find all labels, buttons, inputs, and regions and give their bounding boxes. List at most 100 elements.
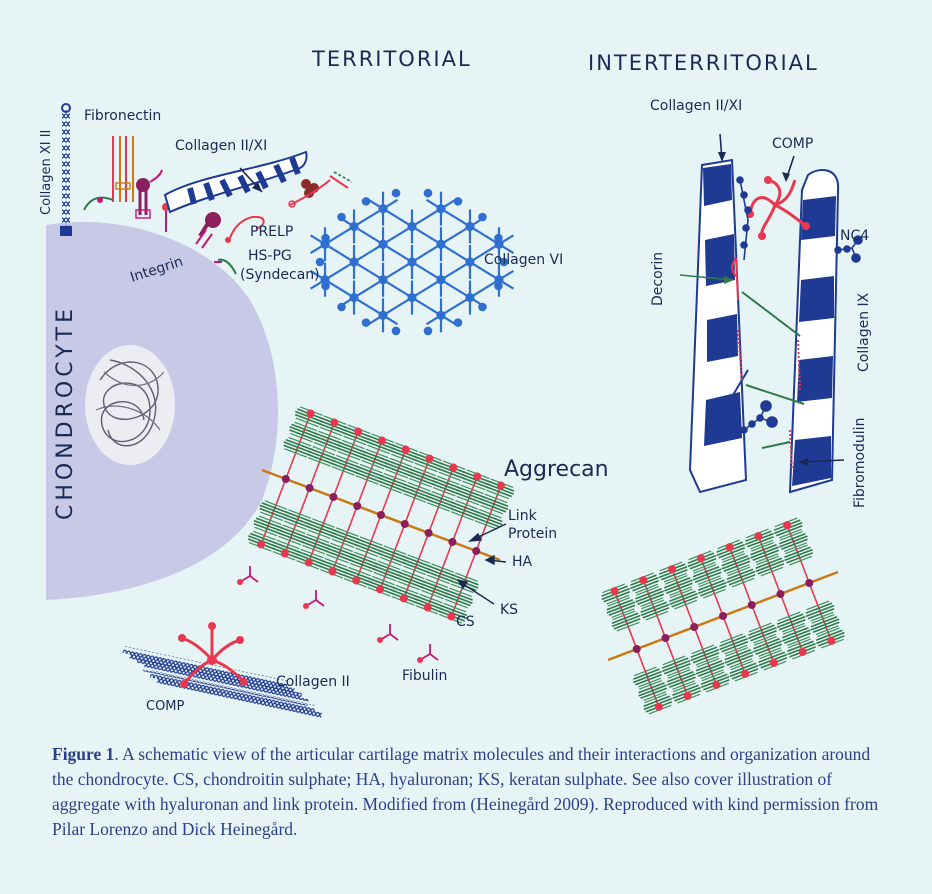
g3-domain <box>827 637 835 645</box>
link-protein <box>662 634 670 642</box>
collagen-vi-bead <box>363 319 369 325</box>
collagen-vi-node <box>409 294 416 301</box>
figure-diagram: TERRITORIAL INTERTERRITORIAL Collagen XI… <box>0 0 932 740</box>
link-protein-label-line2: Protein <box>508 526 557 542</box>
interterritorial-header: INTERTERRITORIAL <box>588 51 819 75</box>
chondrocyte-label: CHONDROCYTE <box>53 305 78 520</box>
link-protein <box>353 502 361 510</box>
collagen-vi-node <box>351 259 358 266</box>
collagen-vi-bead <box>479 214 485 220</box>
collagen-vi-node <box>437 241 444 248</box>
collagen-vi-node <box>380 241 387 248</box>
decorin-label: Decorin <box>650 252 666 306</box>
g3-domain <box>376 585 384 593</box>
g3-domain <box>400 594 408 602</box>
collagen-vi-bead <box>317 259 323 265</box>
link-protein <box>377 511 385 519</box>
comp-head <box>208 622 216 630</box>
g3-domain <box>611 587 619 595</box>
collagen-vi-node <box>466 223 473 230</box>
link-protein <box>748 601 756 609</box>
fibulin-molecule <box>420 644 438 660</box>
comp-arm <box>212 640 240 660</box>
collagen-ii-label: Collagen II <box>276 674 350 690</box>
collagen-vi-bead <box>479 304 485 310</box>
territorial-header: TERRITORIAL <box>311 47 472 71</box>
gag-chain <box>478 493 510 515</box>
g3-domain <box>770 659 778 667</box>
link-protein <box>472 547 480 555</box>
caption-text: . A schematic view of the articular cart… <box>52 744 878 839</box>
link-protein <box>425 529 433 537</box>
g3-domain <box>307 410 315 418</box>
link-protein <box>448 538 456 546</box>
collagen-vi-node <box>437 312 444 319</box>
collagen-vi-node <box>380 276 387 283</box>
g3-domain <box>447 612 455 620</box>
collagen-vi-label: Collagen VI <box>484 252 563 268</box>
collagen-vi-bead <box>322 283 328 289</box>
g3-domain <box>639 576 647 584</box>
comp-arm <box>182 638 212 660</box>
ha-label: HA <box>512 554 533 570</box>
comp-head <box>178 634 186 642</box>
g3-domain <box>668 565 676 573</box>
fibronectin-molecule <box>84 136 133 210</box>
fibulin-molecule <box>380 624 398 640</box>
collagen-vi-node <box>466 294 473 301</box>
g3-domain <box>741 670 749 678</box>
fibulin-bead <box>377 637 383 643</box>
nc4-label: NC4 <box>840 228 869 244</box>
fibromodulin-label: Fibromodulin <box>852 418 868 508</box>
collagen-vi-bead <box>338 214 344 220</box>
g3-domain <box>449 464 457 472</box>
fibulin-bead <box>237 579 243 585</box>
link-protein <box>719 612 727 620</box>
g3-domain <box>697 554 705 562</box>
link-protein <box>777 590 785 598</box>
collagen-vi-bead <box>455 319 461 325</box>
link-protein <box>282 475 290 483</box>
comp-left-label: COMP <box>146 699 185 714</box>
label-pointers-left <box>458 524 506 604</box>
collagen-vi-bead <box>322 235 328 241</box>
collagen-vi-node <box>351 223 358 230</box>
collagen-vi-bead <box>363 198 369 204</box>
g3-domain <box>684 692 692 700</box>
collagen-vi-node <box>437 276 444 283</box>
g3-domain <box>352 576 360 584</box>
collagen-ii-xi-right-label: Collagen II/XI <box>650 98 742 114</box>
link-protein <box>401 520 409 528</box>
collagen-vi-network <box>311 190 514 334</box>
collagen-fibril-left-right-panel <box>690 160 746 492</box>
collagen-vi-node <box>437 205 444 212</box>
collagen-vi-bead <box>425 328 431 334</box>
aggrecan-label: Aggrecan <box>504 457 609 482</box>
g3-domain <box>354 428 362 436</box>
fibulin-bead <box>303 603 309 609</box>
g3-domain <box>330 419 338 427</box>
collagen-vi-bead <box>495 235 501 241</box>
comp-head <box>240 678 248 686</box>
hspg-label-line1: HS-PG <box>248 248 292 264</box>
g3-domain <box>754 532 762 540</box>
collagen-ix-label: Collagen IX <box>856 292 872 372</box>
collagen-vi-node <box>380 205 387 212</box>
collagen-vi-node <box>380 312 387 319</box>
collagen-vi-bead <box>425 190 431 196</box>
g3-domain <box>378 437 386 445</box>
g3-domain <box>426 455 434 463</box>
g3-domain <box>402 446 410 454</box>
collagen-xi-ii-label: Collagen XI II <box>39 130 54 215</box>
fibulin-label: Fibulin <box>402 668 447 684</box>
matrix-cluster <box>289 172 352 207</box>
hspg-label-line2: (Syndecan) <box>240 267 320 283</box>
g3-domain <box>281 549 289 557</box>
collagen-vi-node <box>351 294 358 301</box>
collagen-vi-bead <box>495 283 501 289</box>
g3-domain <box>257 540 265 548</box>
g3-domain <box>799 648 807 656</box>
gag-chain <box>442 587 474 609</box>
nucleus <box>85 345 175 465</box>
